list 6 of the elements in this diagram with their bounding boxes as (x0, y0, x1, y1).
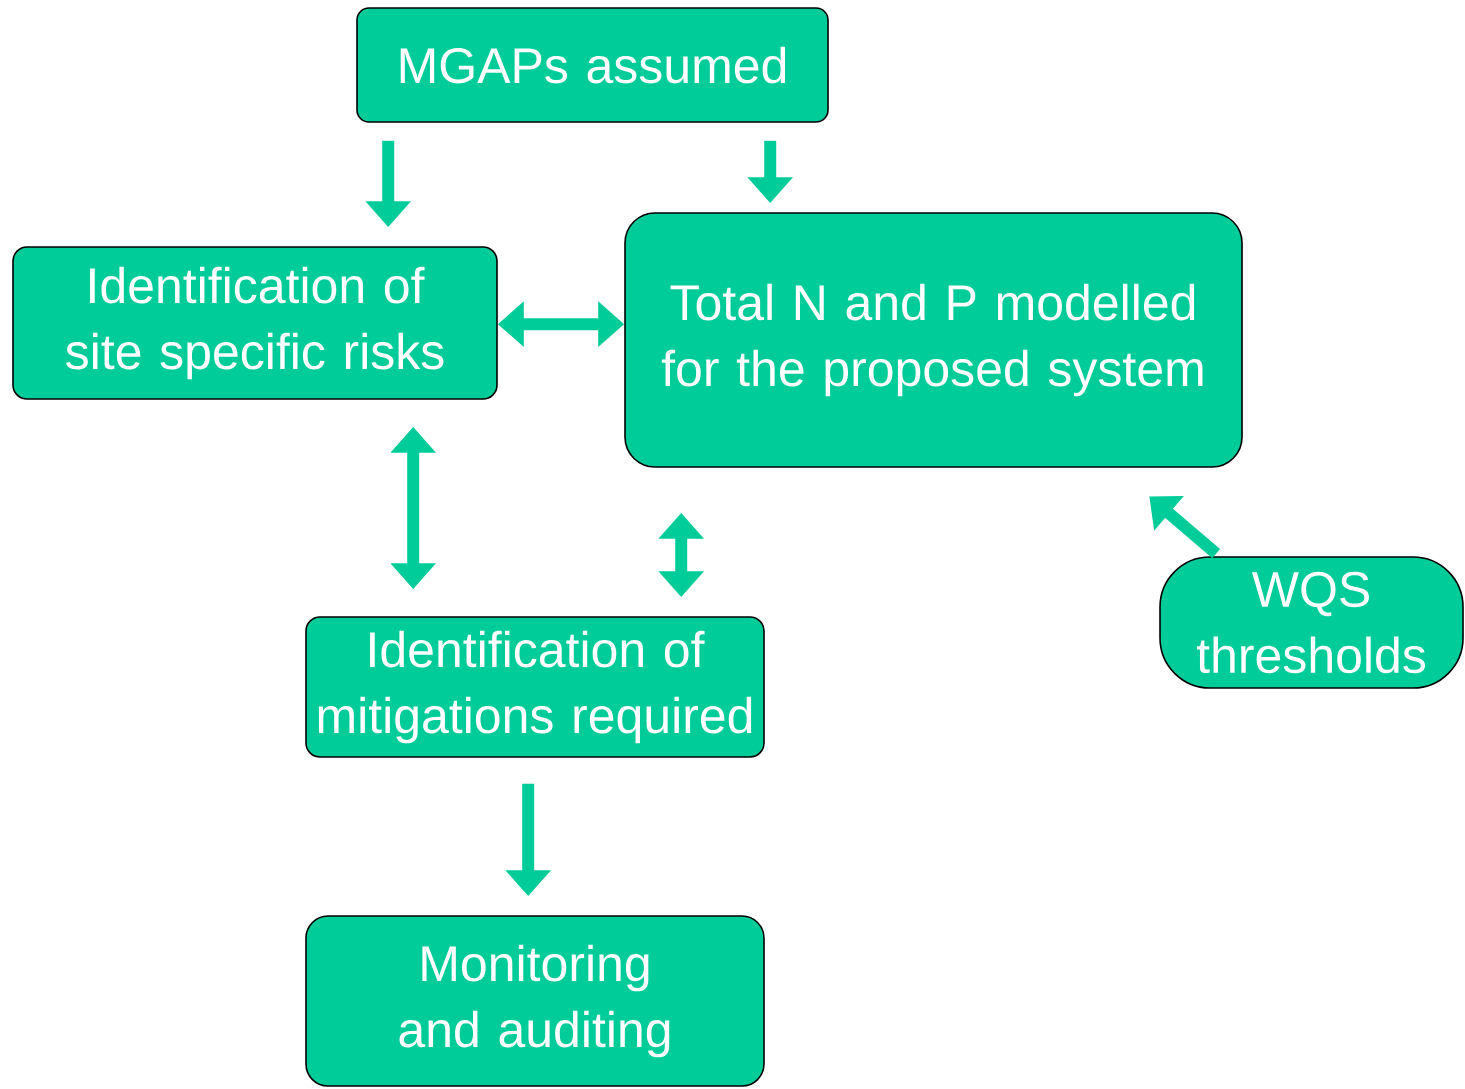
process-box: Monitoring and auditing (305, 915, 765, 1087)
process-box: MGAPs assumed (356, 7, 829, 123)
process-box: Identification of site specific risks (12, 246, 498, 400)
process-box: Total N and P modelled for the proposed system (624, 212, 1243, 468)
input-box: WQS thresholds (1159, 556, 1464, 689)
process-box: Identification of mitigations required (305, 616, 765, 758)
